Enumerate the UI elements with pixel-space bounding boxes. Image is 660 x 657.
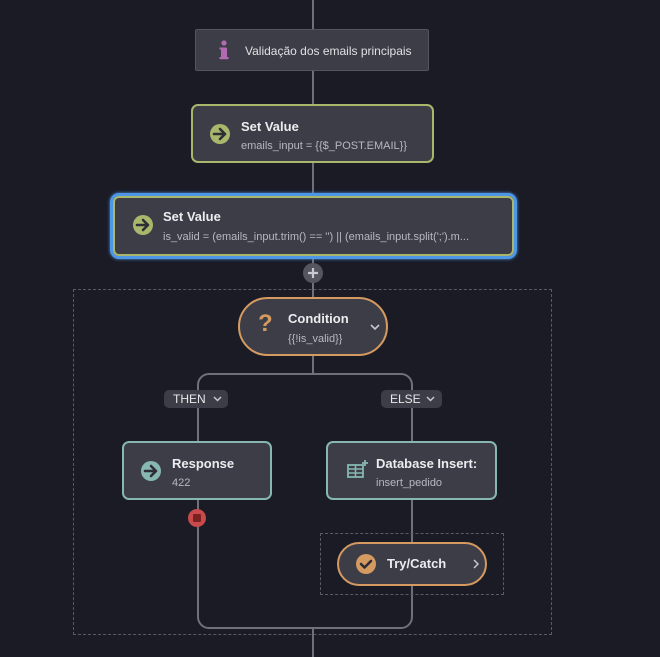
response-title: Response	[172, 456, 235, 471]
condition-node[interactable]: ? Condition {{!is_valid}}	[238, 297, 388, 356]
arrow-right-icon	[141, 461, 161, 481]
database-insert-value: insert_pedido	[376, 477, 443, 489]
question-icon: ?	[258, 310, 273, 337]
stop-marker[interactable]	[188, 509, 206, 527]
database-insert-node[interactable]: Database Insert: insert_pedido	[326, 441, 497, 500]
wire-condition-split	[312, 354, 314, 374]
try-catch-node[interactable]: Try/Catch	[337, 542, 487, 586]
try-catch-title: Try/Catch	[387, 556, 447, 571]
then-label: THEN	[173, 392, 206, 406]
response-node[interactable]: Response 422	[122, 441, 272, 500]
condition-title: Condition	[288, 311, 349, 326]
arrow-right-icon	[133, 215, 153, 235]
else-branch-badge[interactable]: ELSE	[381, 390, 442, 408]
set-value-expression-2: is_valid = (emails_input.trim() == '') |…	[163, 231, 470, 243]
set-value-title-1: Set Value	[241, 119, 299, 134]
set-value-inner-border	[113, 196, 514, 256]
try-catch-group-frame	[320, 533, 504, 595]
table-add-icon	[347, 459, 369, 479]
branch-lines	[197, 373, 413, 629]
comment-node[interactable]: Validação dos emails principais	[195, 29, 429, 71]
set-value-node-2[interactable]: Set Value is_valid = (emails_input.trim(…	[110, 193, 517, 259]
add-step-button[interactable]	[303, 263, 323, 283]
wire-top	[312, 0, 314, 29]
comment-label: Validação dos emails principais	[245, 44, 412, 58]
plus-icon	[307, 267, 319, 279]
set-value-node-1[interactable]: Set Value emails_input = {{$_POST.EMAIL}…	[191, 104, 434, 163]
check-circle-icon	[356, 554, 376, 574]
wire-comment-setvalue	[312, 71, 314, 105]
else-label: ELSE	[390, 392, 421, 406]
set-value-title-2: Set Value	[163, 209, 221, 224]
wire-merge-bottom	[312, 628, 314, 657]
chevron-right-icon[interactable]	[473, 559, 479, 569]
info-icon	[218, 39, 230, 61]
chevron-down-icon[interactable]	[370, 324, 380, 331]
chevron-down-icon	[213, 396, 222, 402]
arrow-right-icon	[210, 124, 230, 144]
wire-setvalue-setvalue	[312, 162, 314, 196]
database-insert-title: Database Insert:	[376, 456, 478, 471]
set-value-expression-1: emails_input = {{$_POST.EMAIL}}	[241, 140, 408, 152]
condition-expression: {{!is_valid}}	[288, 333, 343, 345]
stop-icon	[193, 514, 201, 522]
chevron-down-icon	[426, 396, 435, 402]
response-value: 422	[172, 477, 191, 489]
then-branch-badge[interactable]: THEN	[164, 390, 228, 408]
